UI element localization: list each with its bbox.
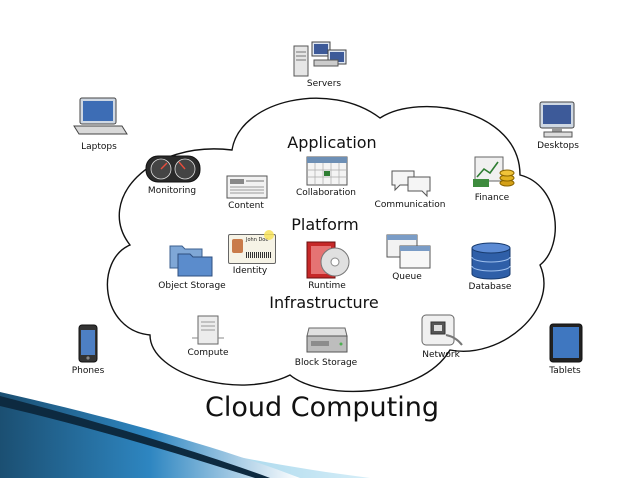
infrastructure-layer-heading: Infrastructure: [269, 293, 379, 312]
block-storage-drive-icon: [306, 327, 348, 353]
identity-barcode: [246, 252, 272, 258]
servers-icon: [293, 41, 347, 77]
application-layer-heading: Application: [287, 133, 377, 152]
compute-server-icon: [192, 315, 224, 345]
corner-swoosh-decoration: [0, 392, 370, 478]
database-label: Database: [468, 282, 512, 292]
runtime-disc-icon: [306, 241, 350, 279]
block-storage-label: Block Storage: [294, 358, 358, 368]
chat-bubbles-icon: [391, 170, 431, 198]
monitoring-label: Monitoring: [147, 186, 197, 196]
database-icon: [471, 242, 511, 280]
queue-label: Queue: [392, 272, 422, 282]
content-label: Content: [228, 201, 264, 211]
servers-label: Servers: [306, 79, 342, 89]
collaboration-label: Collaboration: [296, 188, 356, 198]
finance-chart-icon: [473, 156, 515, 187]
network-port-icon: [421, 314, 463, 346]
cursor-highlight: [264, 230, 274, 240]
laptops-label: Laptops: [81, 142, 117, 152]
desktops-label: Desktops: [537, 141, 579, 151]
calendar-icon: [306, 156, 348, 186]
communication-label: Communication: [374, 200, 446, 210]
identity-photo: [232, 239, 243, 253]
laptop-icon: [73, 97, 128, 135]
network-label: Network: [422, 350, 460, 360]
desktop-icon: [539, 101, 575, 138]
phones-label: Phones: [71, 366, 105, 376]
queue-windows-icon: [386, 234, 431, 269]
runtime-label: Runtime: [308, 281, 346, 291]
finance-label: Finance: [474, 193, 510, 203]
monitoring-gauge-icon: [145, 155, 201, 183]
identity-card-name: John Doe: [246, 237, 269, 243]
identity-card-icon: John Doe: [228, 234, 276, 264]
phone-icon: [78, 324, 98, 363]
tablet-icon: [549, 323, 583, 363]
newspaper-icon: [226, 175, 268, 199]
page-title: Cloud Computing: [205, 392, 439, 423]
compute-label: Compute: [187, 348, 229, 358]
object-storage-label: Object Storage: [158, 281, 226, 291]
folders-icon: [169, 245, 213, 277]
tablets-label: Tablets: [549, 366, 581, 376]
identity-label: Identity: [232, 266, 268, 276]
platform-layer-heading: Platform: [291, 215, 359, 234]
